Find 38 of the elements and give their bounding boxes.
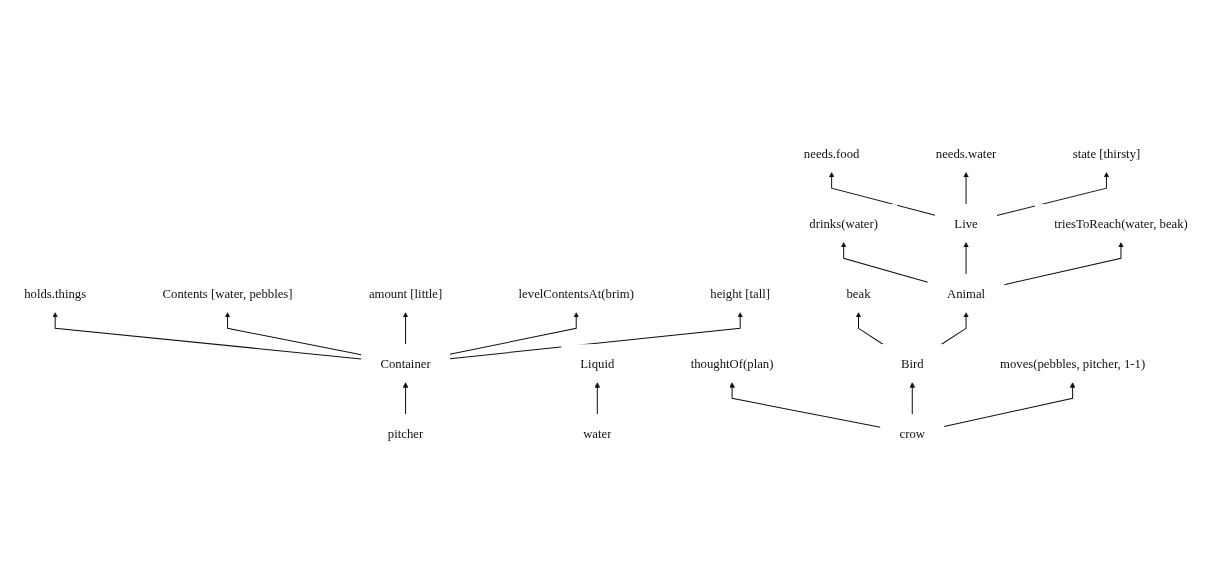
arrow bbox=[909, 382, 916, 415]
node-text: pitcher bbox=[387, 426, 424, 441]
arrow bbox=[402, 312, 409, 345]
node-text: needs.food bbox=[803, 146, 860, 161]
node-text: triesToReach(water, beak) bbox=[1054, 216, 1188, 231]
node-text: holds.things bbox=[24, 286, 87, 301]
node-text: thoughtOf(plan) bbox=[690, 356, 774, 371]
node-text: needs.water bbox=[935, 146, 997, 161]
node-text: Contents [water, pebbles] bbox=[162, 286, 293, 301]
node-text: levelContentsAt(brim) bbox=[518, 286, 634, 301]
node-text: water bbox=[583, 426, 612, 441]
node-text: Animal bbox=[946, 286, 986, 301]
arrow bbox=[855, 312, 884, 345]
arrow bbox=[941, 312, 969, 345]
arrow bbox=[996, 172, 1110, 217]
arrow bbox=[594, 382, 601, 415]
arrow bbox=[943, 382, 1076, 428]
arrow bbox=[224, 312, 362, 356]
node-text: amount [little] bbox=[368, 286, 443, 301]
arrow bbox=[52, 312, 362, 360]
arrow bbox=[449, 312, 580, 355]
node-text: height [tall] bbox=[710, 286, 771, 301]
arrow bbox=[963, 172, 969, 205]
node-text: crow bbox=[899, 426, 925, 441]
node-text: Bird bbox=[900, 356, 924, 371]
node-text: Container bbox=[380, 356, 431, 371]
node-text: beak bbox=[846, 286, 871, 301]
node-text: drinks(water) bbox=[809, 216, 878, 231]
arrow bbox=[963, 242, 969, 275]
arrow bbox=[729, 382, 881, 428]
node-text: Live bbox=[954, 216, 978, 231]
arrow bbox=[1003, 242, 1124, 286]
arrow bbox=[828, 172, 936, 216]
arrow bbox=[402, 382, 409, 415]
arrow bbox=[840, 242, 929, 284]
node-text: moves(pebbles, pitcher, 1-1) bbox=[1000, 356, 1146, 371]
arrow bbox=[449, 312, 743, 360]
node-text: state [thirsty] bbox=[1072, 146, 1141, 161]
